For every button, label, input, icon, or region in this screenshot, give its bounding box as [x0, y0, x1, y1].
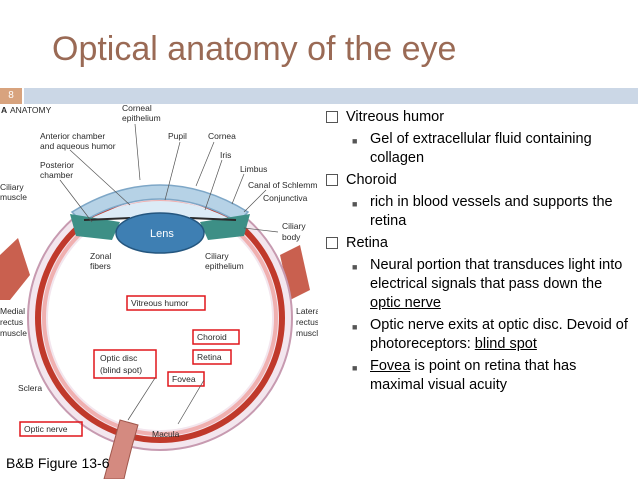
label-vitreous-humor: Vitreous humor: [131, 298, 189, 308]
subbullet-marker-icon: ■: [352, 136, 358, 146]
bullet-vitreous-humor: Vitreous humor: [322, 108, 632, 127]
subbullet-marker-icon: ■: [352, 322, 358, 332]
subbullet-retina-3: ■ Fovea is point on retina that has maxi…: [322, 357, 632, 395]
label-sclera: Sclera: [18, 383, 42, 393]
label-choroid: Choroid: [197, 332, 227, 342]
bullet-vitreous-heading: Vitreous humor: [346, 109, 445, 125]
label-ciliary-body-1: Ciliary: [282, 221, 306, 231]
fovea-term: Fovea: [370, 358, 411, 374]
subbullet-choroid-1: ■ rich in blood vessels and supports the…: [322, 193, 632, 231]
bullet-box-icon: [326, 174, 338, 186]
bullet-list: Vitreous humor ■ Gel of extracellular fl…: [322, 108, 632, 398]
label-anterior-chamber-2: and aqueous humor: [40, 141, 116, 151]
subbullet-vitreous-1-text: Gel of extracellular fluid containing co…: [370, 131, 592, 166]
label-medial-rectus-1: Medial: [0, 306, 25, 316]
figure-header: ANATOMY: [10, 105, 52, 115]
figure-caption: B&B Figure 13-6: [6, 455, 110, 471]
label-zonal-fibers-2: fibers: [90, 261, 111, 271]
subbullet-marker-icon: ■: [352, 363, 358, 373]
leader-lines: [59, 123, 279, 425]
label-fovea: Fovea: [172, 374, 196, 384]
label-canal-of-schlemm: Canal of Schlemm: [248, 180, 317, 190]
anterior-chamber: [84, 201, 236, 222]
label-optic-disc-2: (blind spot): [100, 365, 142, 375]
blind-spot-term: blind spot: [474, 336, 537, 352]
label-ciliary-muscle-1: Ciliary: [0, 182, 24, 192]
label-lateral-rectus-1: Lateral: [296, 306, 318, 316]
slide-number: 8: [8, 90, 14, 101]
optic-disc-label-box: [93, 349, 157, 379]
subbullet-choroid-1-text: rich in blood vessels and supports the r…: [370, 194, 613, 229]
label-ciliary-muscle-2: muscle: [0, 192, 27, 202]
bullet-box-icon: [326, 237, 338, 249]
label-ciliary-epithelium-1: Ciliary: [205, 251, 229, 261]
vitreous-humor-label-box: [126, 295, 206, 311]
bullet-choroid: Choroid: [322, 171, 632, 190]
header-divider-bar: [24, 88, 638, 104]
label-ciliary-body-2: body: [282, 232, 301, 242]
label-posterior-chamber-1: Posterior: [40, 160, 74, 170]
eye-anatomy-diagram: Lens A ANATOMY Corneal epithelium Anteri…: [0, 103, 318, 479]
subbullet-marker-icon: ■: [352, 262, 358, 272]
iris-left: [83, 217, 131, 221]
label-optic-disc-1: Optic disc: [100, 353, 138, 363]
lens-shape: [115, 212, 205, 254]
label-lateral-rectus-2: rectus: [296, 317, 318, 327]
label-cornea: Cornea: [208, 131, 236, 141]
label-retina: Retina: [197, 352, 222, 362]
label-medial-rectus-3: muscle: [0, 328, 27, 338]
label-anterior-chamber-1: Anterior chamber: [40, 131, 105, 141]
optic-nerve-label-box: [19, 421, 83, 437]
label-macula: Macula: [152, 429, 180, 439]
label-medial-rectus-2: rectus: [0, 317, 23, 327]
ciliary-body-left: [70, 214, 120, 240]
optic-nerve-term: optic nerve: [370, 295, 441, 311]
bullet-box-icon: [326, 111, 338, 123]
label-optic-nerve: Optic nerve: [24, 424, 68, 434]
panel-label: A: [1, 105, 7, 115]
medial-rectus-muscle: [0, 238, 30, 300]
subbullet-retina-1: ■ Neural portion that transduces light i…: [322, 256, 632, 313]
iris-right: [189, 217, 237, 221]
subbullet-retina-1-text: Neural portion that transduces light int…: [370, 257, 623, 292]
bullet-retina-heading: Retina: [346, 235, 388, 251]
lens-label: Lens: [150, 228, 174, 240]
bullet-retina: Retina: [322, 234, 632, 253]
label-corneal-epithelium-1: Corneal: [122, 103, 152, 113]
subbullet-retina-2: ■ Optic nerve exits at optic disc. Devoi…: [322, 316, 632, 354]
ciliary-body-right: [200, 214, 250, 240]
label-corneal-epithelium-2: epithelium: [122, 113, 161, 123]
subbullet-marker-icon: ■: [352, 199, 358, 209]
choroid-label-box: [192, 329, 240, 345]
fovea-label-box: [167, 371, 205, 387]
subbullet-vitreous-1: ■ Gel of extracellular fluid containing …: [322, 130, 632, 168]
label-posterior-chamber-2: chamber: [40, 170, 73, 180]
label-conjunctiva: Conjunctiva: [263, 193, 308, 203]
label-lateral-rectus-3: muscle: [296, 328, 318, 338]
optic-nerve-shape: [103, 419, 139, 479]
slide-number-bar: [0, 88, 22, 104]
vitreous-body: [48, 206, 272, 430]
subbullet-retina-2-text: Optic nerve exits at optic disc. Devoid …: [370, 317, 628, 352]
retina-label-box: [192, 349, 232, 365]
label-pupil: Pupil: [168, 131, 187, 141]
slide-title: Optical anatomy of the eye: [52, 30, 457, 68]
subbullet-retina-3-text: is point on retina that has maximal visu…: [370, 358, 577, 393]
bullet-choroid-heading: Choroid: [346, 172, 397, 188]
label-limbus: Limbus: [240, 164, 267, 174]
label-zonal-fibers-1: Zonal: [90, 251, 111, 261]
label-ciliary-epithelium-2: epithelium: [205, 261, 244, 271]
label-iris: Iris: [220, 150, 231, 160]
